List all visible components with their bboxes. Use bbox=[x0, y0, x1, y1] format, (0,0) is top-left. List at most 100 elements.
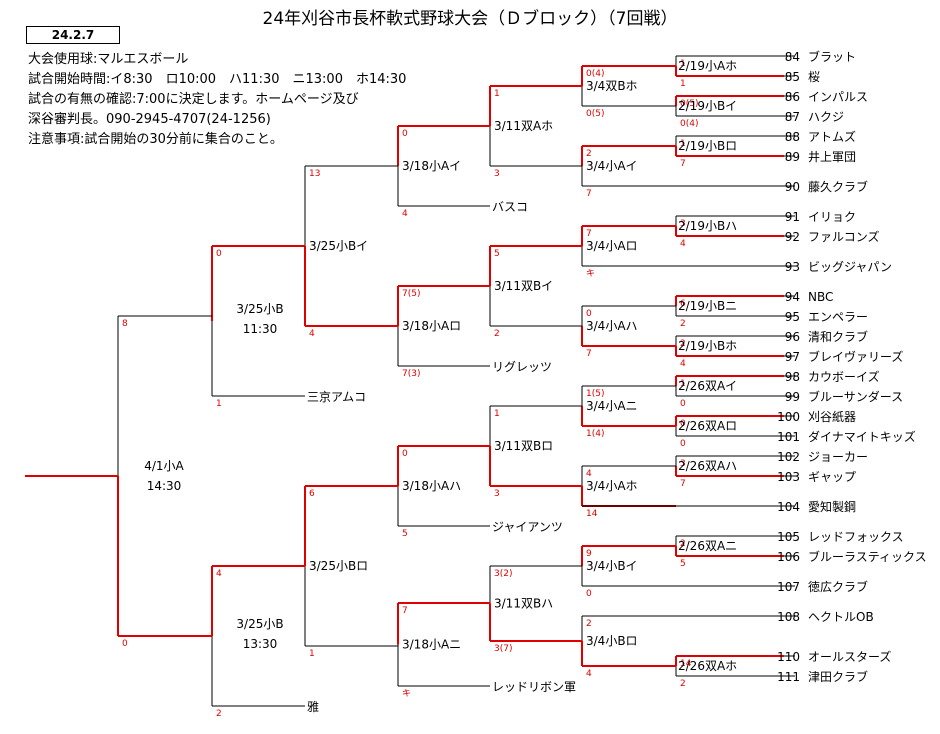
score-bottom: 0 bbox=[586, 589, 592, 599]
info-notes: 注意事項:試合開始の30分前に集合のこと。 bbox=[28, 132, 283, 147]
score-top: 0(5) bbox=[680, 99, 698, 109]
team-number: 105 bbox=[777, 530, 800, 544]
team-number: 96 bbox=[785, 330, 800, 344]
score-top: 6 bbox=[309, 489, 315, 499]
score-bottom: 4 bbox=[402, 209, 408, 219]
score-top: 7 bbox=[586, 229, 592, 239]
score-bottom: 1 bbox=[680, 79, 686, 89]
team-name: ブルーサンダース bbox=[808, 389, 903, 404]
final-date-label: 4/1小A bbox=[144, 459, 184, 473]
team-name: インパルス bbox=[808, 90, 868, 104]
final-time-label: 14:30 bbox=[147, 479, 182, 493]
team-number: 99 bbox=[785, 390, 800, 404]
team-number: 104 bbox=[777, 500, 800, 514]
match-time-label: 11:30 bbox=[243, 322, 278, 336]
team-number: 87 bbox=[785, 110, 800, 124]
seeded-team-name: リグレッツ bbox=[492, 360, 552, 374]
team-name: ブラット bbox=[808, 49, 856, 64]
match-label: 3/4双Bホ bbox=[586, 79, 638, 93]
team-name: ファルコンズ bbox=[808, 229, 880, 244]
team-name: 徳広クラブ bbox=[808, 579, 868, 594]
score-top: 4 bbox=[216, 569, 222, 579]
team-number: 84 bbox=[785, 50, 800, 64]
match-label: 2/26双Aハ bbox=[678, 459, 737, 473]
team-number: 101 bbox=[777, 430, 800, 444]
info-confirmation: 試合の有無の確認:7:00に決定します。ホームページ及び bbox=[28, 92, 359, 107]
team-name: ダイナマイトキッズ bbox=[808, 429, 916, 444]
team-name: ビッグジャパン bbox=[808, 260, 892, 274]
score-top: 0 bbox=[680, 419, 686, 429]
score-top: 5 bbox=[494, 249, 500, 259]
score-bottom: 7 bbox=[586, 349, 592, 359]
team-name: 愛知製鋼 bbox=[808, 500, 856, 514]
match-label: 3/11双Bイ bbox=[494, 279, 553, 293]
score-top: 8 bbox=[122, 319, 128, 329]
score-top: 1 bbox=[680, 59, 686, 69]
score-bottom: 0(4) bbox=[680, 119, 698, 129]
score-top: 4 bbox=[586, 469, 592, 479]
match-label: 3/25小Bイ bbox=[309, 239, 368, 253]
team-name: NBC bbox=[808, 290, 833, 304]
score-bottom: 2 bbox=[680, 679, 686, 689]
team-number: 93 bbox=[785, 260, 800, 274]
score-bottom: 0 bbox=[680, 399, 686, 409]
team-name: ヘクトルOB bbox=[808, 610, 874, 624]
score-bottom: キ bbox=[402, 689, 411, 699]
score-bottom: 1 bbox=[309, 649, 315, 659]
team-name: オールスターズ bbox=[808, 649, 891, 664]
score-bottom: 4 bbox=[586, 669, 592, 679]
score-bottom: 7 bbox=[586, 189, 592, 199]
score-top: 7(5) bbox=[402, 289, 420, 299]
score-bottom: 7 bbox=[680, 479, 686, 489]
team-number: 102 bbox=[777, 450, 800, 464]
score-bottom: 2 bbox=[494, 329, 500, 339]
team-number: 85 bbox=[785, 70, 800, 84]
team-number: 97 bbox=[785, 350, 800, 364]
team-name: ジョーカー bbox=[808, 450, 868, 464]
score-top: 9 bbox=[586, 549, 592, 559]
team-name: 津田クラブ bbox=[808, 669, 868, 684]
score-top: 1 bbox=[494, 89, 500, 99]
match-label: 2/19小Bロ bbox=[678, 139, 737, 153]
score-top: 3(2) bbox=[494, 569, 512, 579]
team-number: 86 bbox=[785, 90, 800, 104]
info-referee: 深谷審判長。090-2945-4707(24-1256) bbox=[28, 112, 271, 127]
team-name: 藤久クラブ bbox=[808, 179, 868, 194]
score-top: 0(4) bbox=[586, 69, 604, 79]
match-label: 3/25小Bロ bbox=[309, 559, 368, 573]
match-date-label: 3/25小B bbox=[236, 617, 283, 631]
score-bottom: 3(7) bbox=[494, 644, 512, 654]
date-box: 24.2.7 bbox=[26, 26, 120, 44]
team-number: 110 bbox=[777, 650, 800, 664]
team-name: エンペラー bbox=[808, 310, 868, 324]
team-name: 清和クラブ bbox=[808, 329, 868, 344]
team-name: 桜 bbox=[808, 70, 820, 84]
score-bottom: 3 bbox=[494, 169, 500, 179]
match-label: 2/26双Aイ bbox=[678, 379, 737, 393]
team-name: ブレイヴァリーズ bbox=[808, 349, 903, 364]
score-bottom: 2 bbox=[216, 709, 222, 719]
team-number: 98 bbox=[785, 370, 800, 384]
match-label: 2/19小Aホ bbox=[678, 59, 737, 73]
match-date-label: 3/25小B bbox=[236, 302, 283, 316]
score-bottom: 14 bbox=[586, 509, 598, 519]
score-bottom: 0 bbox=[680, 439, 686, 449]
team-number: 89 bbox=[785, 150, 800, 164]
match-label: 3/18小Aハ bbox=[402, 479, 461, 493]
team-number: 95 bbox=[785, 310, 800, 324]
score-bottom: 0 bbox=[122, 639, 128, 649]
seeded-team-name: バスコ bbox=[492, 200, 528, 214]
score-top: 2 bbox=[680, 339, 686, 349]
score-top: 3 bbox=[680, 219, 686, 229]
team-number: 88 bbox=[785, 130, 800, 144]
match-label: 3/4小Aニ bbox=[586, 399, 638, 413]
match-label: 3/4小Bイ bbox=[586, 559, 638, 573]
score-bottom: 4 bbox=[680, 359, 686, 369]
score-top: 1 bbox=[494, 409, 500, 419]
score-bottom: 1 bbox=[216, 399, 222, 409]
match-time-label: 13:30 bbox=[243, 637, 278, 651]
score-bottom: 7 bbox=[680, 159, 686, 169]
team-number: 107 bbox=[777, 580, 800, 594]
match-label: 2/19小Bハ bbox=[678, 219, 737, 233]
